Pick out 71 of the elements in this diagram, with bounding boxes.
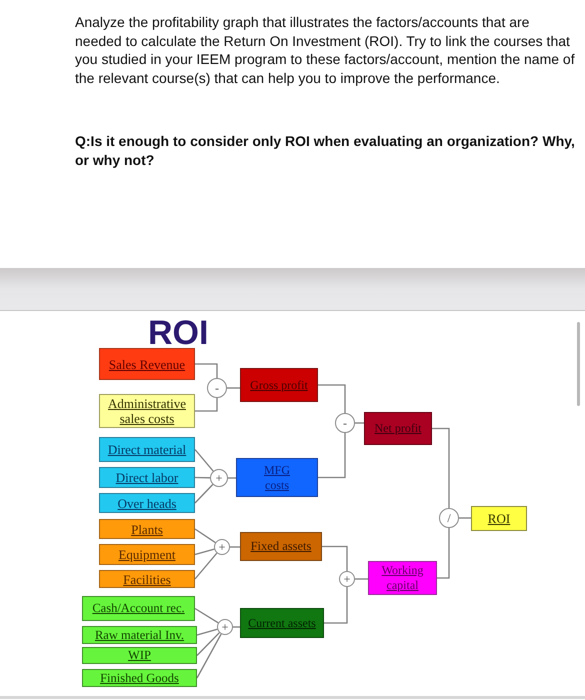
connector-line [195, 398, 218, 412]
box-label: Sales Revenue [108, 356, 186, 372]
box-label: Gross profit [250, 378, 308, 392]
connector-line [318, 384, 346, 413]
connector-line [194, 552, 218, 580]
connector-line [194, 608, 219, 624]
connector-line [196, 628, 218, 636]
result-box [471, 506, 527, 531]
operator-symbol: / [447, 512, 451, 524]
box-label: Fixed assets [250, 539, 312, 554]
diagram-title: ROI [148, 316, 208, 350]
connector-line [196, 634, 222, 678]
connector-line [230, 546, 240, 548]
box-label: Over heads [118, 496, 176, 510]
connector-line [195, 363, 218, 378]
connector-line [194, 476, 210, 478]
connector-line [194, 484, 214, 504]
connector-line [196, 632, 220, 656]
connector-line [324, 587, 348, 624]
instructions-paragraph: Analyze the profitability graph that illustrates the factors/accounts that are needed to calculate the Return On Investment (ROI). Try to link the courses that you studied in your IEEM program to these factors/account, mention the name of the relevant course(s) that can help you to improve the performance. [75, 13, 576, 87]
operator-symbol: + [222, 621, 228, 633]
result-box [368, 561, 437, 595]
box-label: Direct labor [116, 470, 178, 485]
box-label: Raw material Inv. [94, 628, 184, 642]
box-label: Current assets [248, 616, 316, 630]
account-box [99, 348, 195, 380]
box-label: Working capital [380, 563, 424, 593]
box-label: ROI [488, 511, 510, 526]
box-label: Finished Goods [100, 670, 179, 686]
account-box [99, 544, 195, 565]
account-box [82, 596, 195, 621]
connector-line [227, 387, 240, 389]
box-label: MFG costs [262, 462, 291, 492]
account-box [99, 467, 195, 488]
box-label: Administrative sales costs [107, 396, 187, 426]
result-box [240, 532, 322, 561]
connector-line [194, 548, 214, 556]
operator-symbol: + [218, 541, 226, 553]
divider-bar [0, 268, 585, 311]
result-box [240, 368, 318, 402]
operator-symbol: + [344, 573, 350, 585]
connector-line [194, 449, 214, 472]
connector-line [355, 578, 368, 580]
connector-line [432, 428, 450, 508]
account-box [99, 570, 195, 588]
result-box [236, 458, 318, 497]
account-box [99, 437, 195, 462]
box-label: Cash/Account rec. [92, 601, 185, 616]
result-box [240, 608, 324, 638]
account-box [82, 626, 197, 644]
connector-line [459, 517, 471, 519]
box-label: Plants [131, 522, 163, 536]
account-box [99, 519, 195, 539]
account-box [99, 394, 195, 428]
account-box [82, 647, 197, 664]
box-label: Facilities [123, 572, 171, 586]
box-label: WIP [128, 648, 151, 663]
box-label: Net profit [374, 421, 422, 436]
operator-symbol: - [343, 417, 347, 429]
question-text: Q:Is it enough to consider only ROI when evaluating an organization? Why, or why not? [75, 132, 576, 169]
account-box [99, 493, 195, 513]
operator-symbol: + [216, 472, 222, 484]
connector-line [318, 433, 346, 478]
connector-line [322, 546, 348, 571]
box-label: Direct material [108, 442, 186, 457]
box-label: Equipment [118, 547, 176, 562]
result-box [364, 412, 432, 445]
connector-line [194, 528, 216, 544]
connector-line [437, 528, 450, 579]
operator-symbol: - [215, 382, 219, 394]
account-box [82, 669, 197, 687]
